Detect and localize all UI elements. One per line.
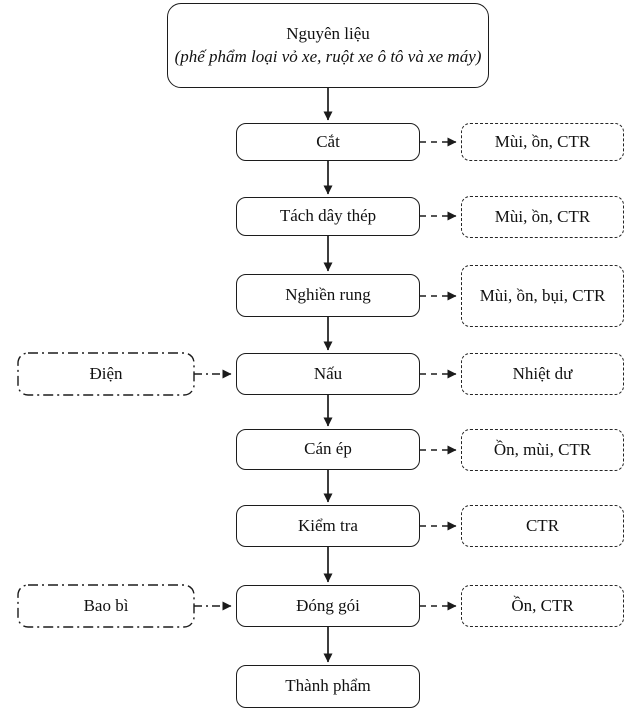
final-product-label: Thành phẩm	[285, 676, 371, 696]
node-step-nau: Nấu	[236, 353, 420, 395]
step-label: Kiểm tra	[298, 515, 358, 535]
node-step-dong-goi: Đóng gói	[236, 585, 420, 627]
emission-label: Nhiệt dư	[512, 363, 573, 383]
node-step-kiem-tra: Kiểm tra	[236, 505, 420, 547]
input-box-bao-bi: Bao bì	[18, 585, 194, 627]
emission-label: Mùi, ồn, bụi, CTR	[479, 285, 606, 305]
node-step-tach-day-thep: Tách dây thép	[236, 197, 420, 236]
emission-box-cat: Mùi, ồn, CTR	[461, 123, 624, 161]
emission-box-nau: Nhiệt dư	[461, 353, 624, 395]
node-step-cat: Cắt	[236, 123, 420, 161]
emission-label: CTR	[525, 515, 560, 535]
source-title: Nguyên liệu	[286, 24, 370, 44]
source-subtitle: (phế phẩm loại vỏ xe, ruột xe ô tô và xe…	[174, 46, 482, 66]
node-nguyen-lieu: Nguyên liệu (phế phẩm loại vỏ xe, ruột x…	[167, 3, 489, 88]
step-label: Nấu	[313, 363, 343, 383]
input-dashdot-arrows	[194, 369, 232, 611]
node-thanh-pham: Thành phẩm	[236, 665, 420, 708]
step-label: Cán ép	[304, 439, 352, 459]
input-label: Bao bì	[83, 595, 129, 615]
emission-label: Mùi, ồn, CTR	[494, 131, 591, 151]
step-label: Tách dây thép	[279, 206, 377, 226]
emission-label: Mùi, ồn, CTR	[494, 206, 591, 226]
step-label: Nghiền rung	[285, 285, 371, 305]
node-step-can-ep: Cán ép	[236, 429, 420, 470]
emission-box-can-ep: Ồn, mùi, CTR	[461, 429, 624, 471]
emission-box-nghien-rung: Mùi, ồn, bụi, CTR	[461, 265, 624, 327]
emission-dashed-arrows	[420, 137, 457, 611]
step-label: Cắt	[316, 131, 340, 151]
step-label: Đóng gói	[296, 595, 360, 615]
emission-label: Ồn, mùi, CTR	[493, 439, 592, 459]
node-step-nghien-rung: Nghiền rung	[236, 274, 420, 317]
emission-box-dong-goi: Ồn, CTR	[461, 585, 624, 627]
emission-label: Ồn, CTR	[511, 595, 574, 615]
input-box-dien: Điện	[18, 353, 194, 395]
emission-box-kiem-tra: CTR	[461, 505, 624, 547]
input-label: Điện	[89, 363, 123, 383]
emission-box-tach-day-thep: Mùi, ồn, CTR	[461, 196, 624, 238]
